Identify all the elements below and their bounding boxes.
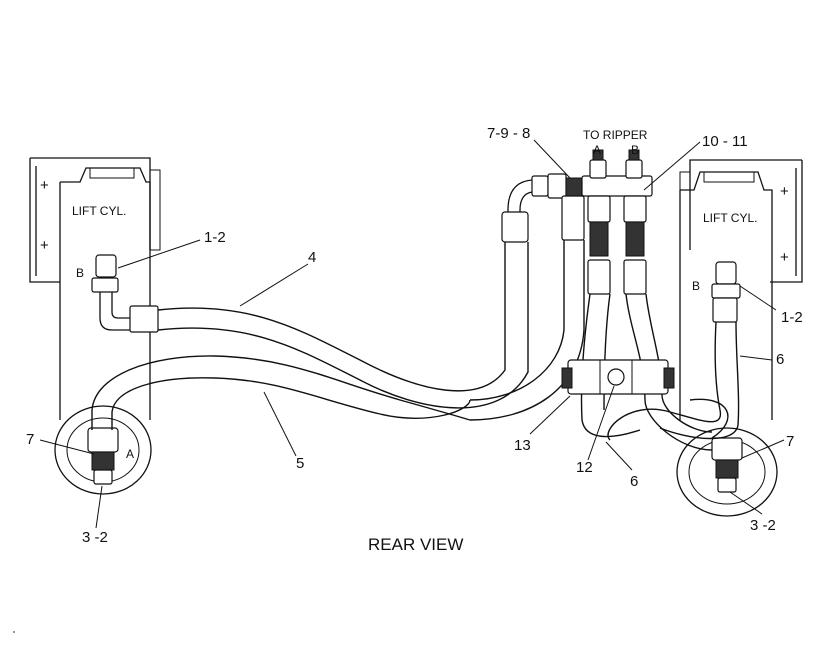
callout-5: 5 [296, 455, 304, 472]
ripper-port-a-label: A [593, 143, 601, 157]
left-plus-upper: + [40, 177, 49, 194]
callout-7-9-8: 7-9 - 8 [487, 125, 530, 142]
left-plus-lower: + [40, 237, 49, 254]
hose-center [469, 240, 585, 421]
callout-6-lower: 6 [630, 473, 638, 490]
left-port-b-label: B [76, 266, 84, 280]
right-lift-cylinder [676, 159, 803, 517]
callout-right-3-2: 3 -2 [750, 517, 776, 534]
callout-left-7: 7 [26, 431, 34, 448]
callout-right-6-upper: 6 [776, 351, 784, 368]
callout-left-1-2: 1-2 [204, 229, 226, 246]
right-plus-lower: + [780, 249, 789, 266]
left-port-a-fitting [87, 427, 119, 485]
callout-right-1-2: 1-2 [781, 309, 803, 326]
callout-left-3-2: 3 -2 [82, 529, 108, 546]
hose-4 [157, 242, 529, 409]
right-port-b-fitting [711, 261, 741, 323]
right-port-a-fitting [711, 437, 743, 493]
hose-clamp [561, 359, 675, 395]
hose-6 [607, 321, 740, 441]
callout-4: 4 [308, 249, 316, 266]
callout-leaders [39, 139, 785, 529]
ripper-hoses [580, 293, 713, 451]
ripper-valve-assembly [501, 149, 653, 295]
right-plus-upper: + [780, 183, 789, 200]
left-cylinder-label: LIFT CYL. [72, 204, 126, 218]
callout-10-11: 10 - 11 [702, 133, 748, 150]
callout-12: 12 [576, 459, 593, 476]
right-cylinder-label: LIFT CYL. [703, 211, 757, 225]
callout-13: 13 [514, 437, 531, 454]
left-lift-cylinder [29, 157, 161, 495]
ripper-port-b-label: B [631, 143, 639, 157]
left-port-b-fitting [91, 254, 159, 333]
view-caption: REAR VIEW [368, 535, 463, 554]
callout-right-7: 7 [786, 433, 794, 450]
to-ripper-label: TO RIPPER [583, 128, 648, 142]
left-port-a-label: A [126, 447, 134, 461]
right-port-b-label: B [692, 279, 700, 293]
hose-5 [91, 355, 471, 430]
